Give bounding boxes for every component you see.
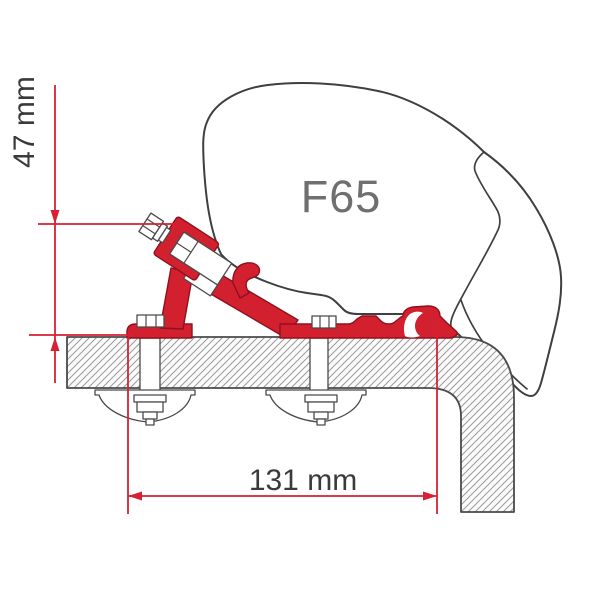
bracket-clip-slot	[404, 311, 423, 338]
rail-bolt-head-right	[311, 315, 337, 329]
case-front-crease	[449, 151, 501, 332]
dimension-47mm-label: 47 mm	[8, 76, 41, 168]
arrowhead-up	[50, 337, 60, 351]
dimension-131mm-label: 131 mm	[249, 464, 357, 497]
rail-foot-cover-left	[94, 389, 196, 426]
arrowhead-down	[50, 210, 60, 224]
product-label: F65	[301, 171, 382, 222]
adapter-bracket	[126, 212, 459, 339]
bolt-shaft-left	[139, 337, 161, 396]
roof-rail	[66, 336, 515, 513]
clamp-bolt-collar	[157, 226, 172, 244]
dimension-47mm: 47 mm	[8, 76, 175, 383]
rail-profile	[66, 336, 515, 513]
clamp-assembly	[138, 212, 233, 297]
rail-bolt-head-left	[136, 314, 165, 328]
bolt-shaft-right	[309, 337, 329, 396]
rail-foot-cover-right	[265, 389, 367, 426]
dimension-131mm: 131 mm	[127, 321, 438, 514]
arrowhead-left	[128, 491, 142, 501]
arrowhead-right	[423, 491, 437, 501]
bracket-hook	[232, 262, 261, 299]
